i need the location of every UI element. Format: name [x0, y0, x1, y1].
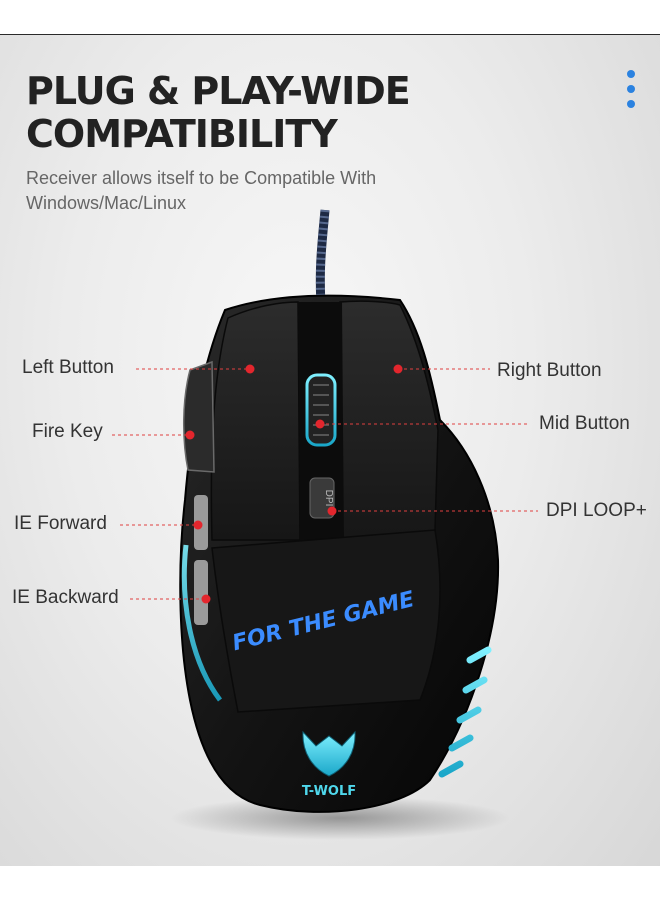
page-headline: PLUG & PLAY-WIDE COMPATIBILITY — [26, 69, 411, 156]
menu-dot — [627, 85, 635, 93]
brand-name: T-WOLF — [302, 784, 356, 799]
callout-dots — [185, 364, 403, 604]
callout-ie-backward: IE Backward — [12, 587, 119, 608]
menu-dot — [627, 100, 635, 108]
menu-dot — [627, 70, 635, 78]
left-led-strip — [181, 544, 223, 702]
right-button-dot — [393, 364, 403, 374]
bottom-band — [0, 866, 660, 900]
callout-lines — [112, 368, 538, 600]
ie-backward-dot — [201, 594, 211, 604]
callout-mid-button: Mid Button — [539, 413, 630, 434]
cable-braid — [315, 209, 330, 321]
ie-backward-button[interactable] — [194, 560, 208, 625]
fire-key-button[interactable] — [182, 360, 215, 473]
palm-panel — [211, 529, 441, 713]
callout-fire-key: Fire Key — [32, 421, 103, 442]
fire-key-dot — [185, 430, 195, 440]
wolf-head-icon — [302, 730, 356, 777]
scroll-wheel[interactable] — [305, 373, 337, 447]
callout-dpi-loop: DPI LOOP+ — [546, 500, 647, 521]
callout-right-button: Right Button — [497, 360, 602, 381]
mid-button-dot — [315, 419, 325, 429]
page-subtitle: Receiver allows itself to be Compatible … — [26, 168, 377, 213]
right-led-grille — [438, 646, 492, 778]
callout-ie-forward: IE Forward — [14, 513, 107, 534]
left-button-shell[interactable] — [210, 301, 301, 541]
right-button-shell[interactable] — [339, 300, 439, 546]
top-border — [0, 0, 660, 35]
left-button-dot — [245, 364, 255, 374]
ie-forward-dot — [193, 520, 203, 530]
mouse-shadow — [170, 796, 510, 840]
dpi-button[interactable] — [309, 477, 335, 519]
dpi-button-label: DPI — [323, 490, 334, 507]
dpi-loop-dot — [327, 506, 337, 516]
callout-left-button: Left Button — [22, 357, 114, 378]
scroll-wheel-grip — [313, 384, 329, 436]
more-vertical-icon[interactable] — [622, 68, 640, 112]
